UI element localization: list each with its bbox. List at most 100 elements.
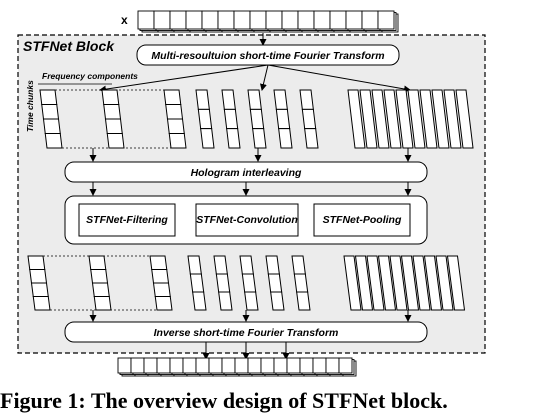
- tf-cell: [32, 296, 51, 311]
- tf-cell: [101, 89, 120, 105]
- tf-cell: [359, 89, 378, 149]
- tf-cell: [347, 89, 366, 149]
- tf-cell: [30, 282, 49, 297]
- tf-cell: [412, 255, 431, 311]
- signal-cell: [313, 10, 331, 30]
- signal-cell: [299, 357, 314, 374]
- tf-cell: [163, 89, 182, 105]
- tf-cell: [249, 108, 265, 130]
- signal-cell: [208, 357, 223, 374]
- tf-cell: [267, 273, 283, 293]
- tf-cell: [29, 269, 48, 284]
- tf-cell: [247, 89, 262, 110]
- tf-cell: [187, 255, 202, 275]
- tf-cell: [301, 108, 317, 130]
- signal-cell: [286, 357, 301, 374]
- stfnet-filtering-label: STFNet-Filtering: [86, 214, 168, 226]
- stfnet-block-diagram: STFNet Block x Multi-resoultuion short-t…: [17, 10, 486, 377]
- signal-cell: [169, 10, 187, 30]
- tf-cell: [39, 89, 58, 105]
- tf-cell: [371, 89, 390, 149]
- tf-cell: [383, 89, 402, 149]
- tf-cell: [152, 282, 171, 297]
- hologram-interleaving-box: Hologram interleaving: [64, 161, 428, 183]
- signal-cell: [185, 10, 203, 30]
- tf-cell: [419, 89, 438, 149]
- signal-cell: [217, 10, 235, 30]
- tf-cell: [343, 255, 362, 311]
- figure-caption: Figure 1: The overview design of STFNet …: [0, 388, 448, 413]
- tf-cell: [192, 291, 207, 311]
- arrow-stft-to-group-3: [267, 64, 411, 93]
- signal-cell: [338, 357, 353, 374]
- tf-cell: [304, 128, 319, 149]
- tf-cell: [42, 118, 61, 134]
- stfnet-convolution-label: STFNet-Convolution: [196, 214, 297, 226]
- tf-cell: [366, 255, 385, 311]
- tf-cell: [200, 128, 215, 149]
- signal-cell: [169, 357, 184, 374]
- signal-cell: [377, 10, 395, 30]
- signal-cell: [143, 357, 158, 374]
- tf-cell: [91, 282, 110, 297]
- stft-box: Multi-resoultuion short-time Fourier Tra…: [136, 44, 400, 66]
- tf-cell: [104, 118, 123, 134]
- tf-cell: [446, 255, 466, 311]
- input-signal-stack: [137, 10, 399, 33]
- arrow-stft-to-group-1: [99, 64, 269, 93]
- signal-cell: [329, 10, 347, 30]
- tf-cell: [291, 255, 306, 275]
- signal-cell: [297, 10, 315, 30]
- signal-cell: [195, 357, 210, 374]
- tf-cell: [270, 291, 285, 311]
- signal-cell: [130, 357, 145, 374]
- signal-cell: [345, 10, 363, 30]
- signal-cell: [221, 357, 236, 374]
- input-signal: [137, 10, 399, 33]
- signal-cell: [153, 10, 171, 30]
- tf-cell: [273, 89, 288, 110]
- signal-cell: [273, 357, 288, 374]
- operation-output-groups: [27, 255, 466, 311]
- tf-cell: [275, 108, 291, 130]
- tf-cell: [400, 255, 420, 311]
- tf-cell: [443, 89, 462, 149]
- output-group-coarse: [27, 255, 173, 311]
- tf-cell: [106, 133, 125, 149]
- tf-cell: [431, 89, 450, 149]
- tf-cell: [455, 89, 474, 149]
- tf-cell: [241, 273, 257, 293]
- tf-cell: [195, 89, 210, 110]
- tf-cell: [377, 255, 397, 311]
- tf-cell: [423, 255, 443, 311]
- signal-cell: [312, 357, 327, 374]
- tf-cell: [44, 133, 63, 149]
- tf-cell: [168, 133, 187, 149]
- tf-cell: [265, 255, 280, 275]
- inverse-stft-label: Inverse short-time Fourier Transform: [154, 327, 339, 339]
- tf-cell: [239, 255, 254, 275]
- signal-cell: [265, 10, 283, 30]
- tf-cell: [27, 255, 46, 270]
- output-group-fine: [343, 255, 466, 311]
- input-x-label: x: [121, 13, 128, 27]
- tf-cell: [93, 296, 112, 311]
- signal-cell: [233, 10, 251, 30]
- tf-cell: [244, 291, 259, 311]
- tf-cell: [252, 128, 267, 149]
- time-chunks-label: Time chunks: [25, 80, 35, 132]
- tf-cell: [165, 104, 184, 120]
- signal-cell: [260, 357, 275, 374]
- tf-cell: [88, 255, 107, 270]
- tf-cell: [151, 269, 170, 284]
- tf-cell: [293, 273, 309, 293]
- output-signal-stack: [117, 357, 357, 377]
- output-group-medium: [187, 255, 311, 311]
- stfnet-pooling-box: [313, 203, 411, 237]
- stfnet-block-title: STFNet Block: [23, 38, 115, 54]
- tf-cell: [221, 89, 236, 110]
- frequency-components-label: Frequency components: [42, 71, 138, 81]
- signal-cell: [182, 357, 197, 374]
- signal-cell: [156, 357, 171, 374]
- signal-cell: [247, 357, 262, 374]
